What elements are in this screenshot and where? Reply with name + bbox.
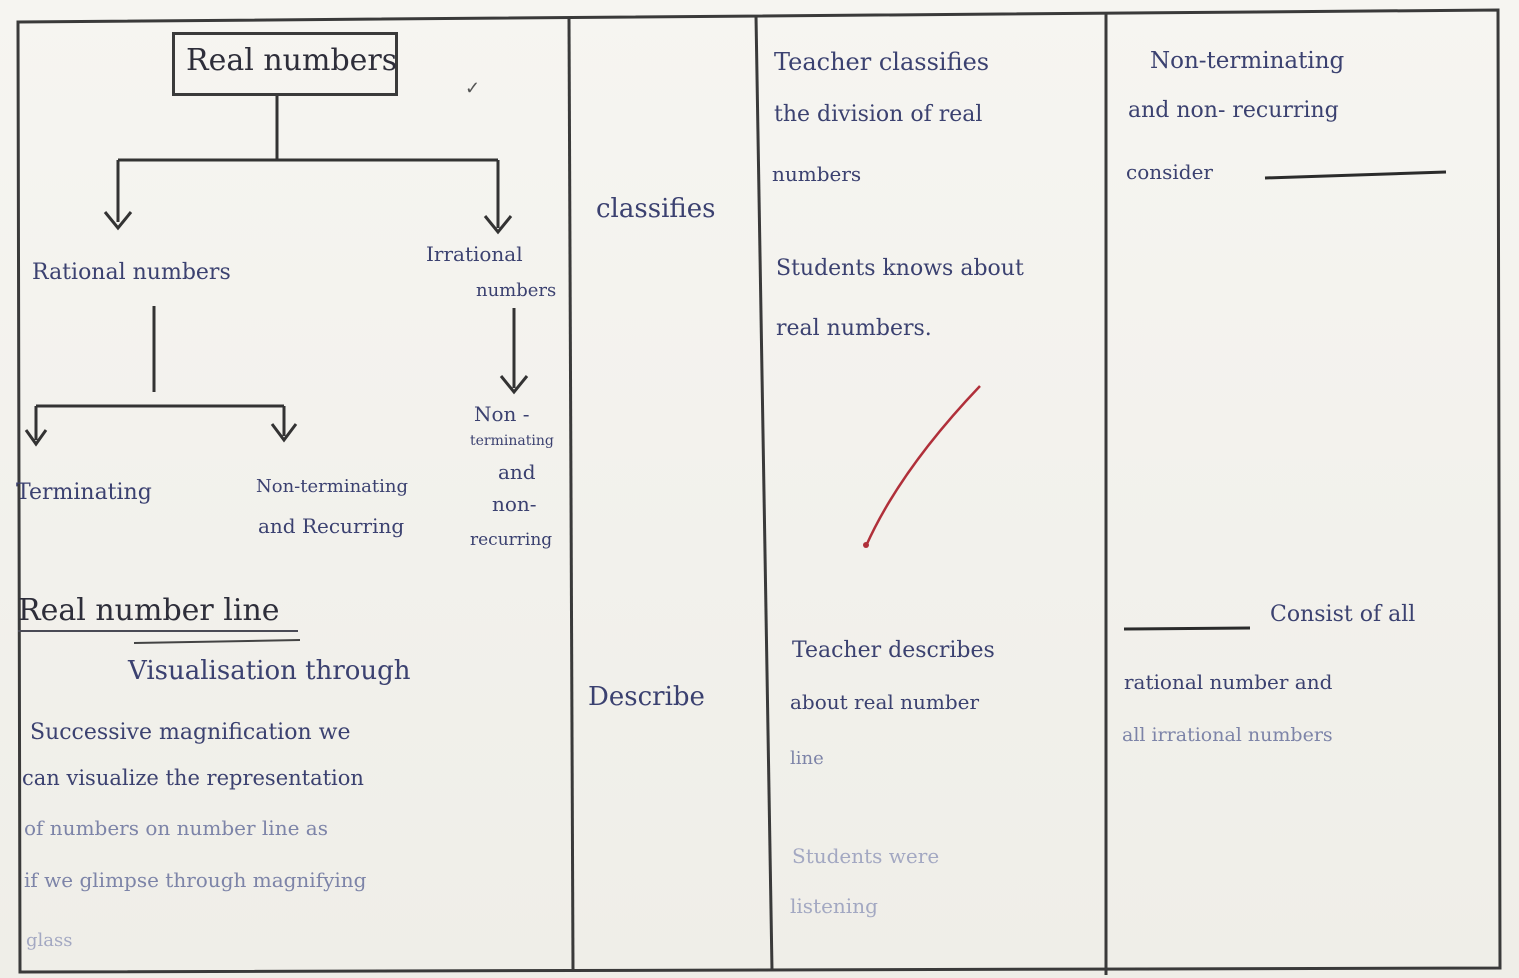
paragraph-line-4: of numbers on number line as	[24, 816, 328, 840]
activity-3-line-3: line	[790, 748, 824, 769]
evaluation-2-line-3: all irrational numbers	[1122, 724, 1333, 746]
activity-1-line-3: numbers	[772, 162, 862, 186]
nt-nonrecurring-label-3: and	[498, 460, 536, 484]
evaluation-2-line-1: Consist of all	[1270, 602, 1416, 627]
activity-4-line-1: Students were	[792, 844, 940, 868]
irrational-node-label-1: Irrational	[426, 242, 523, 266]
activity-2-line-1: Students knows about	[776, 256, 1024, 281]
nt-recurring-label-2: and Recurring	[258, 514, 405, 538]
evaluation-1-line-2: and non- recurring	[1128, 98, 1339, 123]
irrational-node-label-2: numbers	[476, 280, 557, 301]
nt-nonrecurring-label-2: terminating	[470, 433, 554, 449]
terminating-node-label: Terminating	[16, 480, 152, 505]
nt-nonrecurring-label-5: recurring	[470, 530, 553, 550]
skill-describe: Describe	[588, 682, 705, 712]
nt-nonrecurring-label-1: Non -	[474, 402, 530, 426]
evaluation-1-line-3: consider	[1126, 160, 1213, 184]
evaluation-1-line-1: Non-terminating	[1150, 48, 1345, 74]
tick-mark: ✓	[465, 78, 481, 99]
paragraph-line-5: if we glimpse through magnifying	[24, 868, 367, 892]
paragraph-line-1: Visualisation through	[128, 656, 411, 686]
paragraph-line-3: can visualize the representation	[22, 766, 364, 790]
root-node-label: Real numbers	[186, 43, 398, 78]
activity-1-line-2: the division of real	[774, 102, 983, 127]
section-heading: Real number line	[18, 593, 280, 628]
nt-nonrecurring-label-4: non-	[492, 492, 537, 516]
nt-recurring-label-1: Non-terminating	[256, 476, 409, 497]
activity-4-line-2: listening	[790, 894, 878, 918]
section-heading-underline	[18, 630, 298, 632]
paragraph-line-2: Successive magnification we	[30, 720, 351, 745]
paragraph-line-6: glass	[26, 930, 73, 951]
activity-1-line-1: Teacher classifies	[774, 48, 990, 76]
skill-classifies: classifies	[596, 194, 716, 224]
root-node-box	[172, 32, 398, 96]
rational-node-label: Rational numbers	[32, 260, 231, 285]
evaluation-2-line-2: rational number and	[1124, 670, 1333, 694]
activity-2-line-2: real numbers.	[776, 316, 932, 341]
activity-3-line-1: Teacher describes	[792, 638, 995, 663]
activity-3-line-2: about real number	[790, 690, 980, 714]
